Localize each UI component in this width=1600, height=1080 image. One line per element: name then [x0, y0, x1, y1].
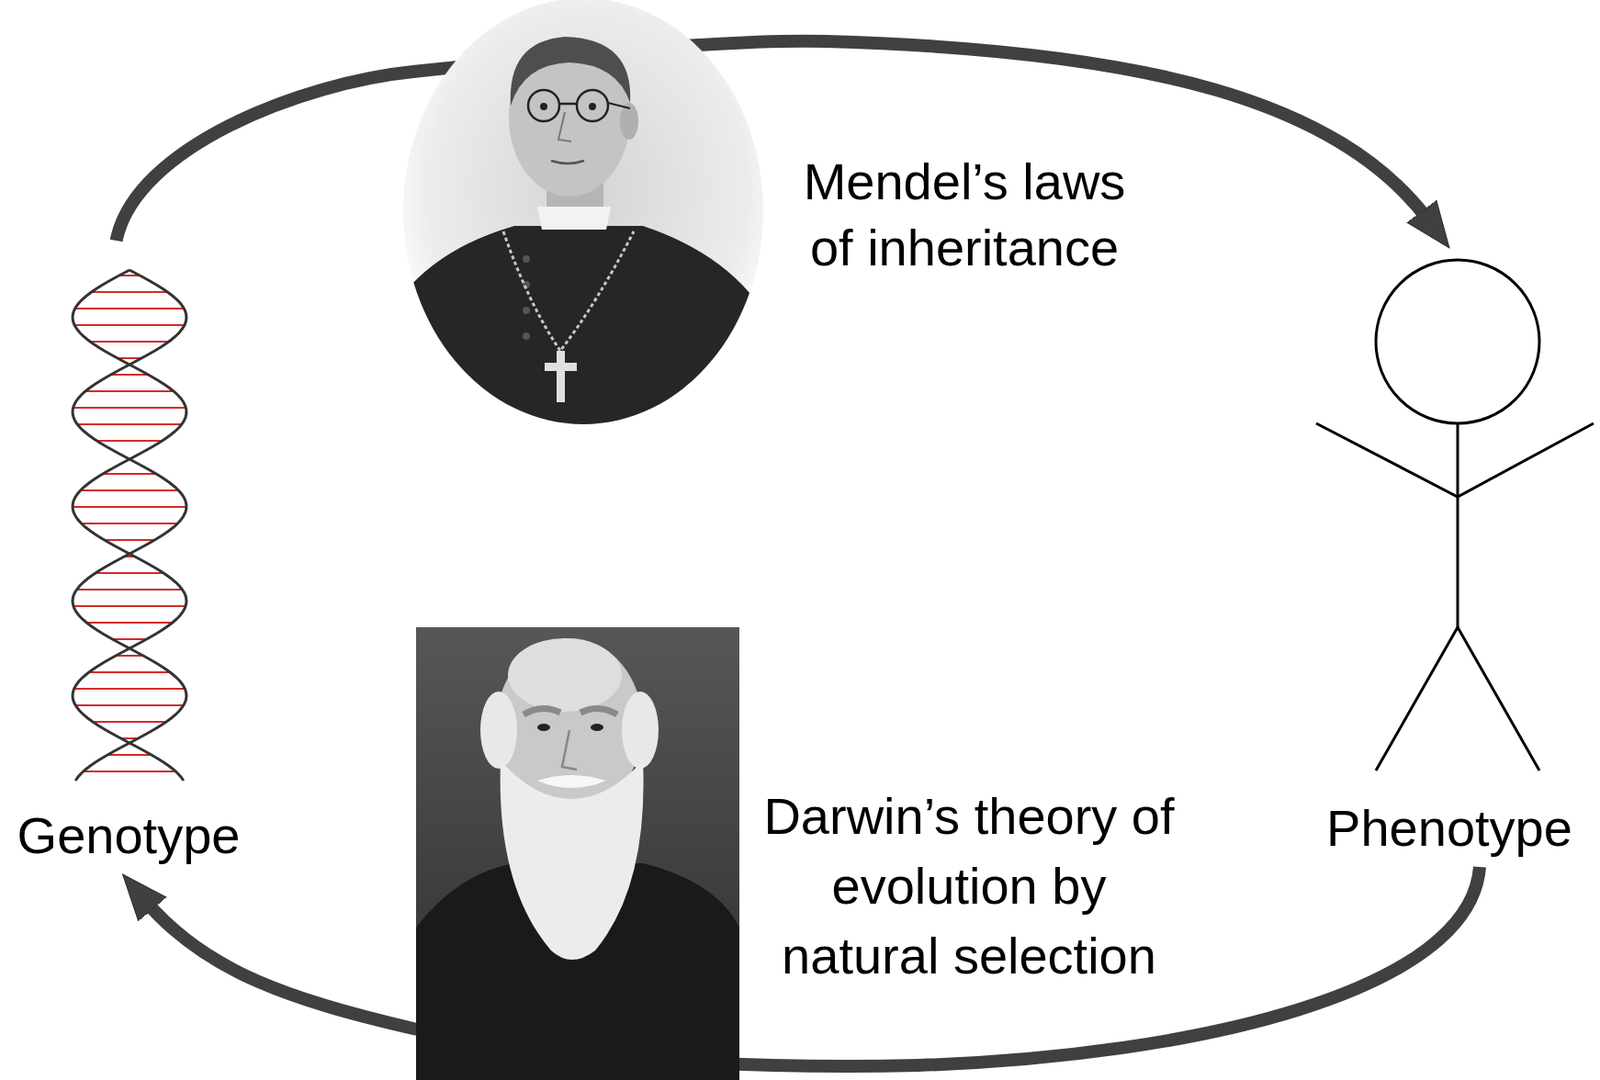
nose — [562, 730, 577, 770]
chain — [503, 231, 634, 351]
eye — [588, 102, 597, 111]
eyebrow — [580, 708, 618, 715]
button — [522, 306, 530, 315]
portrait-background — [416, 627, 740, 1080]
base-pair — [95, 572, 164, 575]
base-pair — [102, 473, 157, 475]
base-pair — [73, 605, 186, 608]
dna-strand — [72, 270, 187, 781]
legs — [1375, 627, 1540, 771]
figure-node: Genotype — [12, 240, 246, 875]
cycle-arrow — [116, 41, 1430, 241]
node-title: Phenotype — [1326, 799, 1573, 858]
body — [1456, 423, 1460, 628]
button — [522, 255, 530, 263]
eyebrow — [523, 708, 561, 715]
eye — [537, 723, 551, 732]
darwin-portrait — [416, 627, 740, 1080]
base-pair — [75, 704, 184, 707]
cross — [556, 350, 565, 403]
side-hair — [621, 691, 659, 769]
dna-strand — [72, 270, 187, 781]
base-pair — [89, 671, 170, 674]
glasses — [576, 90, 609, 122]
node-title: Genotype — [17, 806, 241, 866]
base-pair — [92, 721, 167, 723]
side-hair — [480, 691, 518, 769]
base-pair — [73, 406, 187, 409]
nose — [558, 112, 572, 142]
base-pair — [74, 324, 185, 327]
collar — [537, 206, 611, 230]
base-pair — [77, 423, 182, 426]
base-pair — [86, 621, 172, 624]
mouth — [551, 160, 585, 164]
base-pair — [75, 307, 185, 310]
glasses-arm — [608, 102, 631, 109]
glasses-bridge — [559, 102, 577, 106]
eye — [540, 102, 548, 111]
base-pair — [81, 522, 179, 525]
base-pair — [74, 687, 186, 690]
base-pair — [85, 390, 174, 393]
base-pair — [111, 373, 149, 376]
dna-helix — [72, 270, 187, 781]
button — [522, 332, 530, 340]
base-pair — [77, 588, 183, 591]
glasses — [528, 90, 560, 122]
coat — [385, 225, 774, 432]
figure-node: Phenotype — [1304, 247, 1595, 868]
mendel-portrait — [385, 0, 781, 432]
head — [1375, 259, 1540, 424]
base-pair — [91, 291, 169, 293]
bald-head — [507, 638, 622, 712]
theory-caption: Darwin’s theory of evolution by natural … — [753, 781, 1185, 992]
base-pair — [104, 539, 156, 541]
hair — [510, 36, 631, 106]
base-pair — [112, 638, 147, 641]
cross — [544, 362, 577, 372]
eye — [590, 723, 604, 732]
base-pair — [97, 439, 163, 442]
moustache — [537, 775, 607, 789]
stick-figure — [1316, 259, 1594, 771]
base-pair — [80, 489, 180, 492]
beard — [500, 760, 644, 960]
base-pair — [90, 340, 170, 343]
base-pair — [107, 754, 152, 756]
theory-caption: Mendel’s laws of inheritance — [785, 148, 1144, 282]
arms — [1316, 423, 1594, 497]
base-pair — [72, 506, 187, 508]
base-pair — [83, 770, 177, 773]
